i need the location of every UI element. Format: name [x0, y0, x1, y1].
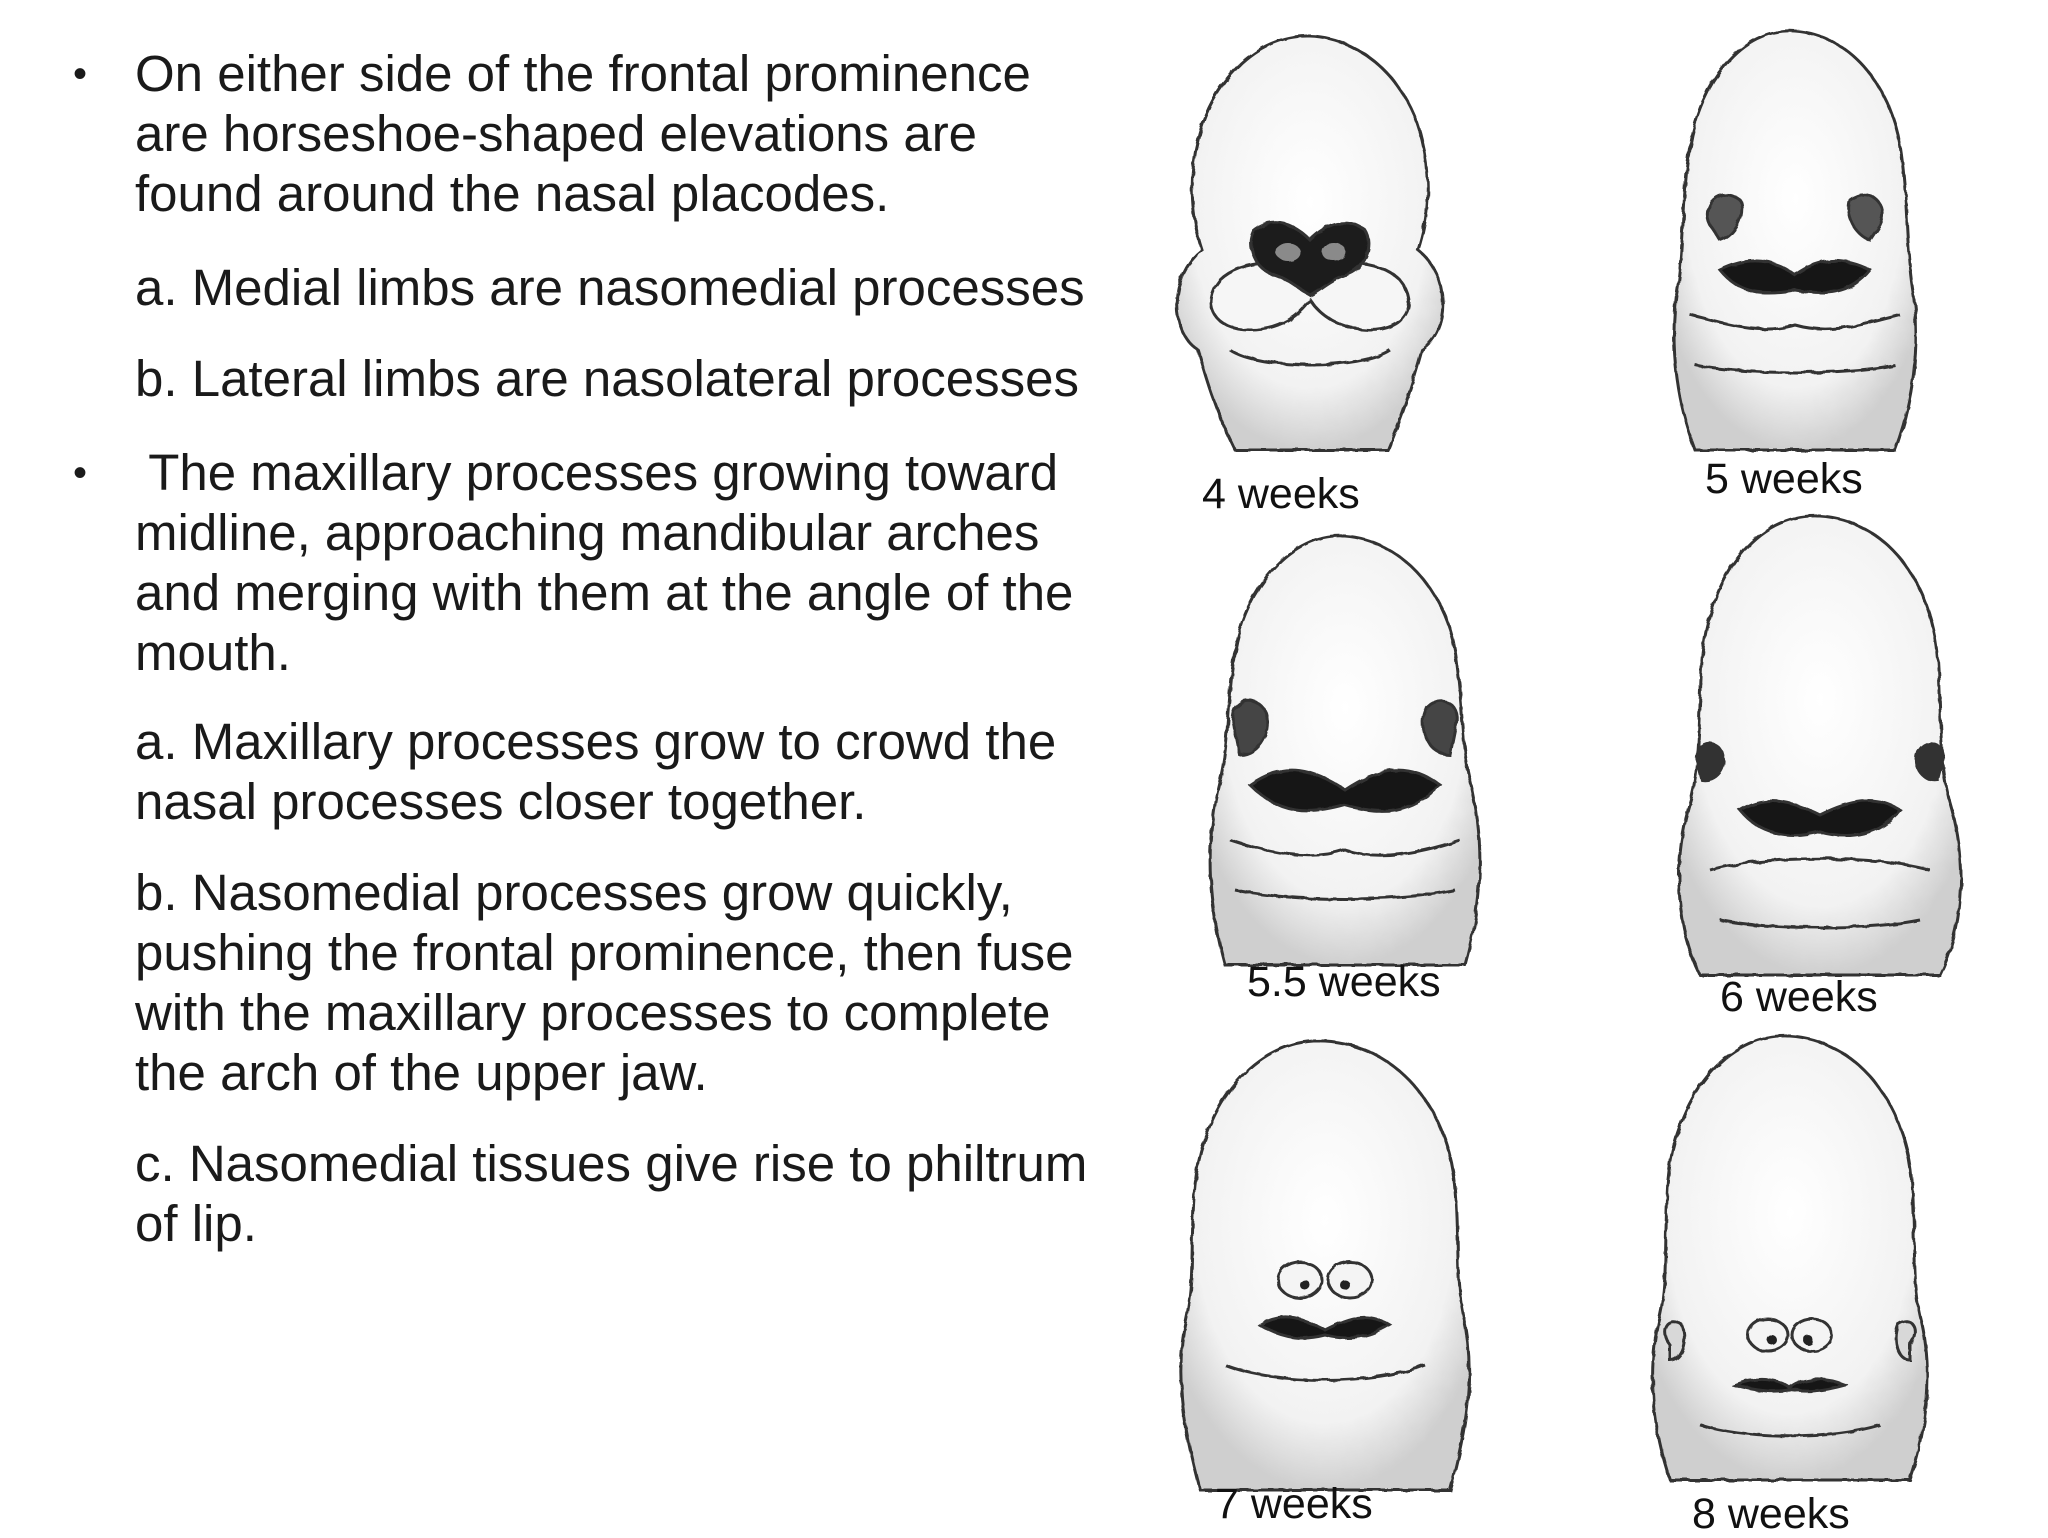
subitem-1b: b. Lateral limbs are nasolateral process… — [135, 350, 1079, 407]
embryo-face-5-5-weeks-drawing — [1208, 534, 1482, 967]
bullet-marker: • — [73, 52, 88, 96]
figure-label-6-weeks: 6 weeks — [1720, 973, 1878, 1021]
bullet-2-line-1: The maxillary processes growing toward — [135, 444, 1059, 501]
bullet-1-line-2: are horseshoe-shaped elevations are — [135, 105, 978, 162]
figure-label-8-weeks: 8 weeks — [1692, 1490, 1850, 1538]
subitem-2a-line-1: a. Maxillary processes grow to crowd the — [135, 713, 1057, 770]
subitem-2b-line-1: b. Nasomedial processes grow quickly, — [135, 864, 1013, 921]
embryo-face-4-weeks-drawing — [1175, 34, 1445, 452]
figure-label-7-weeks: 7 weeks — [1215, 1480, 1373, 1528]
bullet-2-line-2: midline, approaching mandibular arches — [135, 504, 1040, 561]
embryo-face-7-weeks — [1165, 1035, 1485, 1495]
embryo-face-8-weeks-drawing — [1651, 1034, 1929, 1482]
embryo-face-7-weeks-drawing — [1179, 1039, 1471, 1492]
embryo-face-6-weeks-drawing — [1677, 514, 1963, 977]
embryo-face-5-weeks — [1650, 25, 1940, 455]
bullet-1-line-1: On either side of the frontal prominence — [135, 45, 1031, 102]
subitem-2c-line-2: of lip. — [135, 1195, 257, 1252]
subitem-2b-line-2: pushing the frontal prominence, then fus… — [135, 924, 1074, 981]
embryo-face-8-weeks — [1640, 1030, 1940, 1485]
embryo-face-4-weeks — [1160, 30, 1460, 460]
bullet-2-line-3: and merging with them at the angle of th… — [135, 564, 1074, 621]
embryo-face-5-5-weeks — [1195, 530, 1495, 970]
figure-label-4-weeks: 4 weeks — [1202, 470, 1360, 518]
embryo-face-5-weeks-drawing — [1672, 29, 1918, 452]
figure-label-5-weeks: 5 weeks — [1705, 455, 1863, 503]
bullet-1-line-3: found around the nasal placodes. — [135, 165, 890, 222]
subitem-1a: a. Medial limbs are nasomedial processes — [135, 259, 1085, 316]
slide-text: • On either side of the frontal prominen… — [73, 45, 1088, 1252]
bullet-2-line-4: mouth. — [135, 624, 291, 681]
figure-label-5-5-weeks: 5.5 weeks — [1247, 958, 1441, 1006]
subitem-2b-line-3: with the maxillary processes to complete — [135, 984, 1051, 1041]
subitem-2a-line-2: nasal processes closer together. — [135, 773, 867, 830]
bullet-marker: • — [73, 451, 88, 495]
subitem-2b-line-4: the arch of the upper jaw. — [135, 1044, 708, 1101]
subitem-2c-line-1: c. Nasomedial tissues give rise to philt… — [135, 1135, 1088, 1192]
embryo-face-6-weeks — [1670, 510, 1970, 980]
